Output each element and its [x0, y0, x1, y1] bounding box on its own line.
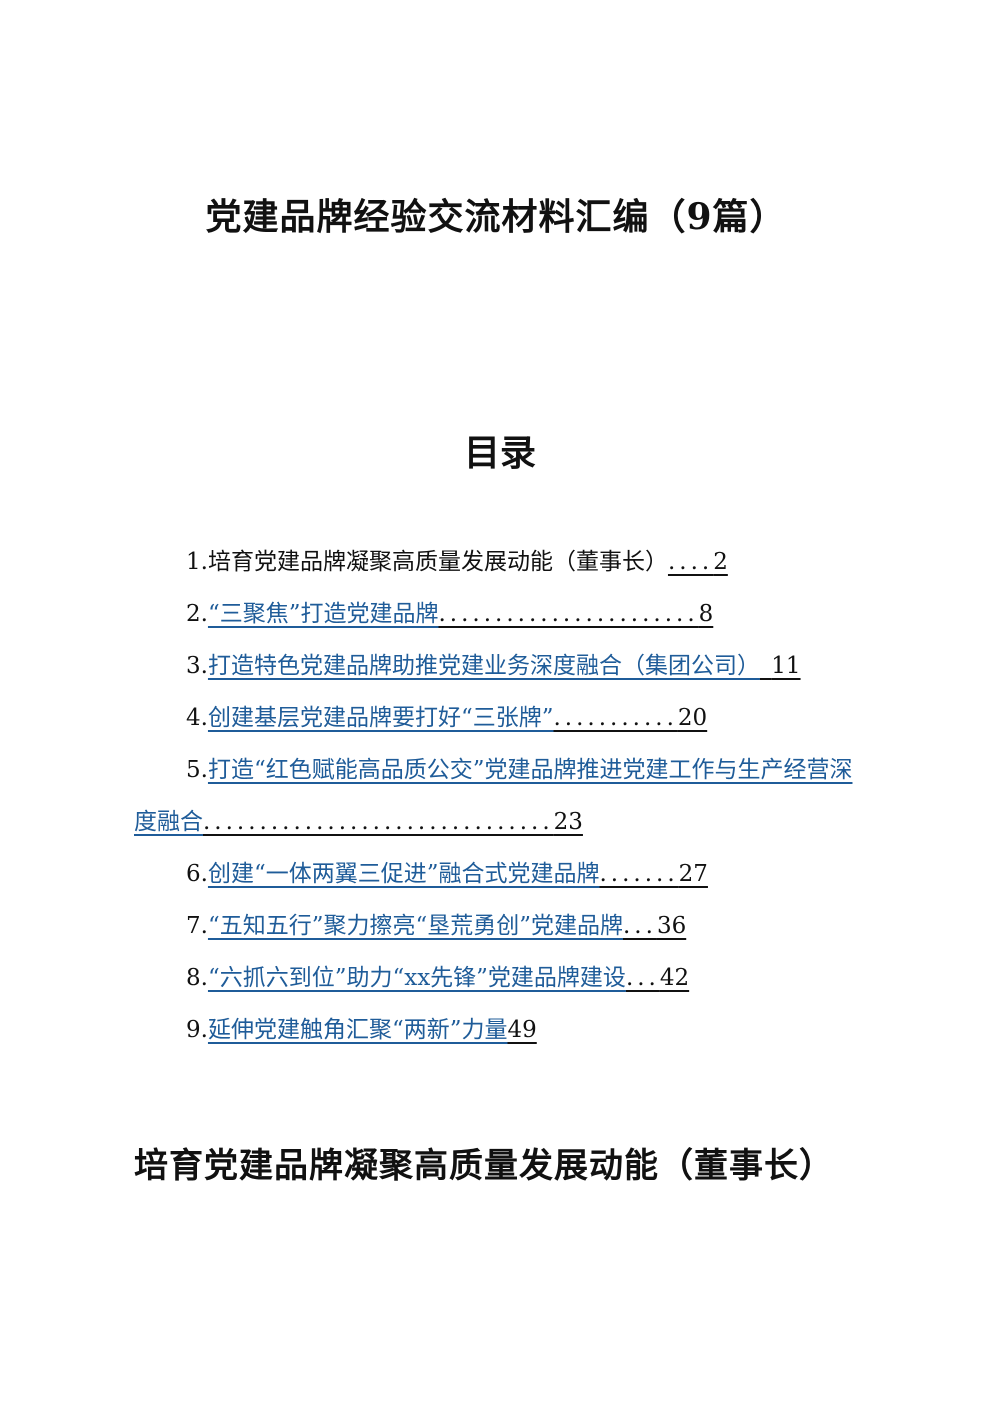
- toc-entry-link[interactable]: 延伸党建触角汇聚“两新”力量: [207, 1017, 508, 1043]
- toc-entry[interactable]: 4.创建基层党建品牌要打好“三张牌”...........20: [134, 692, 870, 744]
- toc-entry[interactable]: 1.培育党建品牌凝聚高质量发展动能（董事长）....2: [134, 536, 870, 588]
- table-of-contents: 1.培育党建品牌凝聚高质量发展动能（董事长）....2 2.“三聚焦”打造党建品…: [134, 536, 870, 1056]
- toc-entry-number: 2.: [186, 601, 208, 627]
- toc-entry[interactable]: 3.打造特色党建品牌助推党建业务深度融合（集团公司） 11: [134, 640, 870, 692]
- toc-entry[interactable]: 7.“五知五行”聚力擦亮“垦荒勇创”党建品牌...36: [134, 900, 870, 952]
- toc-entry-number: 8.: [186, 965, 208, 991]
- toc-entry-number: 6.: [186, 861, 208, 887]
- toc-entry[interactable]: 8.“六抓六到位”助力“xx先锋”党建品牌建设...42: [134, 952, 870, 1004]
- toc-leader: ....: [667, 549, 714, 575]
- toc-entry[interactable]: 5.打造“红色赋能高品质公交”党建品牌推进党建工作与生产经营深度融合......…: [134, 744, 870, 848]
- toc-entry-link[interactable]: 创建基层党建品牌要打好“三张牌”: [207, 705, 554, 731]
- toc-page-number: 8: [698, 601, 714, 627]
- toc-entry-link[interactable]: 培育党建品牌凝聚高质量发展动能（董事长）: [207, 549, 668, 575]
- toc-entry[interactable]: 2.“三聚焦”打造党建品牌.......................8: [134, 588, 870, 640]
- toc-entry-number: 9.: [186, 1017, 208, 1043]
- toc-leader: [760, 653, 771, 679]
- toc-leader: .......................: [438, 601, 699, 627]
- toc-page-number: 11: [771, 653, 801, 679]
- toc-page-number: 2: [713, 549, 728, 575]
- toc-entry-number: 1.: [186, 549, 208, 575]
- toc-entry-number: 3.: [186, 653, 208, 679]
- toc-page-number: 20: [677, 705, 708, 731]
- toc-entry[interactable]: 6.创建“一体两翼三促进”融合式党建品牌.......27: [134, 848, 870, 900]
- toc-leader: .......: [599, 861, 679, 887]
- toc-entry-link[interactable]: “三聚焦”打造党建品牌: [207, 601, 439, 627]
- toc-page-number: 36: [656, 913, 687, 939]
- document-title: 党建品牌经验交流材料汇编（9篇）: [205, 196, 787, 238]
- toc-entry-number: 7.: [186, 913, 208, 939]
- toc-leader: ...: [625, 965, 660, 991]
- section-title: 培育党建品牌凝聚高质量发展动能（董事长）: [134, 1146, 834, 1186]
- toc-entry-number: 4.: [186, 705, 208, 731]
- toc-entry[interactable]: 9.延伸党建触角汇聚“两新”力量49: [134, 1004, 870, 1056]
- toc-leader: ...........: [553, 705, 678, 731]
- toc-page-number: 42: [659, 965, 690, 991]
- toc-entry-link[interactable]: “五知五行”聚力擦亮“垦荒勇创”党建品牌: [207, 913, 623, 939]
- toc-heading: 目录: [463, 432, 536, 474]
- toc-page-number: 23: [553, 809, 583, 835]
- toc-leader: ...: [623, 913, 657, 939]
- toc-entry-link[interactable]: 打造“红色赋能高品质公交”党建品牌推进党建工作与生产经营深度融合: [134, 757, 853, 835]
- toc-entry-link[interactable]: 创建“一体两翼三促进”融合式党建品牌: [207, 861, 600, 887]
- toc-entry-number: 5.: [186, 757, 208, 783]
- toc-page-number: 27: [678, 861, 708, 887]
- toc-entry-link[interactable]: 打造特色党建品牌助推党建业务深度融合（集团公司）: [207, 653, 760, 679]
- toc-page-number: 49: [507, 1017, 537, 1043]
- toc-entry-link[interactable]: “六抓六到位”助力“xx先锋”党建品牌建设: [207, 965, 626, 991]
- toc-leader: ...............................: [203, 809, 554, 835]
